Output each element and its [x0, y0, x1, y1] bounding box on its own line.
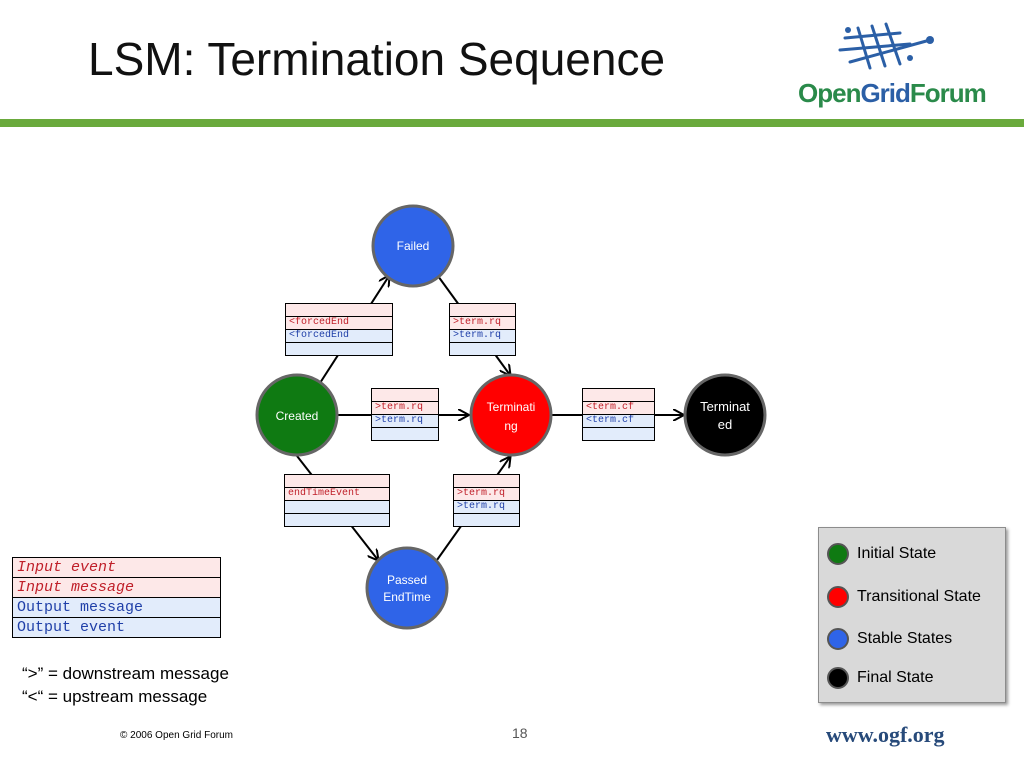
- green-dot-icon: [827, 543, 849, 565]
- note-downstream: “>” = downstream message: [22, 664, 229, 683]
- direction-notes: “>” = downstream message “<“ = upstream …: [22, 662, 229, 708]
- ogf-logo: [838, 22, 934, 70]
- blue-dot-icon: [827, 628, 849, 650]
- key-input-event: Input event: [13, 558, 220, 577]
- event-key-table: Input event Input message Output message…: [12, 557, 221, 638]
- transition-box-passed-terminating: >term.rq >term.rq: [453, 474, 520, 527]
- title-divider: [0, 119, 1024, 127]
- state-failed: [371, 204, 455, 288]
- input-message: <forcedEnd: [286, 316, 392, 329]
- website-url[interactable]: www.ogf.org: [826, 722, 945, 747]
- transition-box-created-terminating: >term.rq >term.rq: [371, 388, 439, 441]
- state-legend: Initial State Transitional State Stable …: [818, 527, 1006, 703]
- output-message: <term.cf: [583, 414, 654, 427]
- red-dot-icon: [827, 586, 849, 608]
- input-event: endTimeEvent: [285, 487, 389, 500]
- state-created: [255, 373, 339, 457]
- output-message: <forcedEnd: [286, 329, 392, 342]
- transition-box-terminating-terminated: <term.cf <term.cf: [582, 388, 655, 441]
- transition-box-created-failed: <forcedEnd <forcedEnd: [285, 303, 393, 356]
- state-terminated: [683, 373, 767, 457]
- input-message: >term.rq: [450, 316, 515, 329]
- state-terminating: [469, 373, 553, 457]
- input-message: >term.rq: [454, 487, 519, 500]
- legend-stable-states: Stable States: [827, 627, 952, 651]
- legend-transitional-state: Transitional State: [827, 585, 981, 609]
- key-input-message: Input message: [13, 577, 220, 597]
- legend-final-state: Final State: [827, 666, 933, 690]
- output-message: >term.rq: [450, 329, 515, 342]
- copyright-footer: © 2006 Open Grid Forum: [120, 730, 233, 741]
- note-upstream: “<“ = upstream message: [22, 687, 208, 706]
- state-failed-label: Failed: [397, 239, 430, 253]
- ogf-wordmark: OpenGridForum: [798, 78, 987, 108]
- input-message: >term.rq: [372, 401, 438, 414]
- state-created-label: Created: [276, 409, 319, 423]
- page-number: 18: [512, 725, 528, 741]
- transition-box-failed-terminating: >term.rq >term.rq: [449, 303, 516, 356]
- key-output-message: Output message: [13, 597, 220, 617]
- state-terminating-label-2: ng: [504, 419, 517, 433]
- key-output-event: Output event: [13, 617, 220, 637]
- state-terminated-label-1: Terminat: [700, 399, 750, 414]
- state-passed-label-2: EndTime: [383, 590, 431, 604]
- transition-box-created-passed: endTimeEvent: [284, 474, 390, 527]
- output-message: >term.rq: [372, 414, 438, 427]
- black-dot-icon: [827, 667, 849, 689]
- state-passed-endtime: [365, 546, 449, 630]
- state-passed-label-1: Passed: [387, 573, 427, 587]
- state-terminating-label-1: Terminati: [487, 400, 536, 414]
- input-message: <term.cf: [583, 401, 654, 414]
- state-terminated-label-2: ed: [718, 417, 732, 432]
- slide-title: LSM: Termination Sequence: [88, 33, 666, 85]
- output-message: >term.rq: [454, 500, 519, 513]
- legend-initial-state: Initial State: [827, 542, 936, 566]
